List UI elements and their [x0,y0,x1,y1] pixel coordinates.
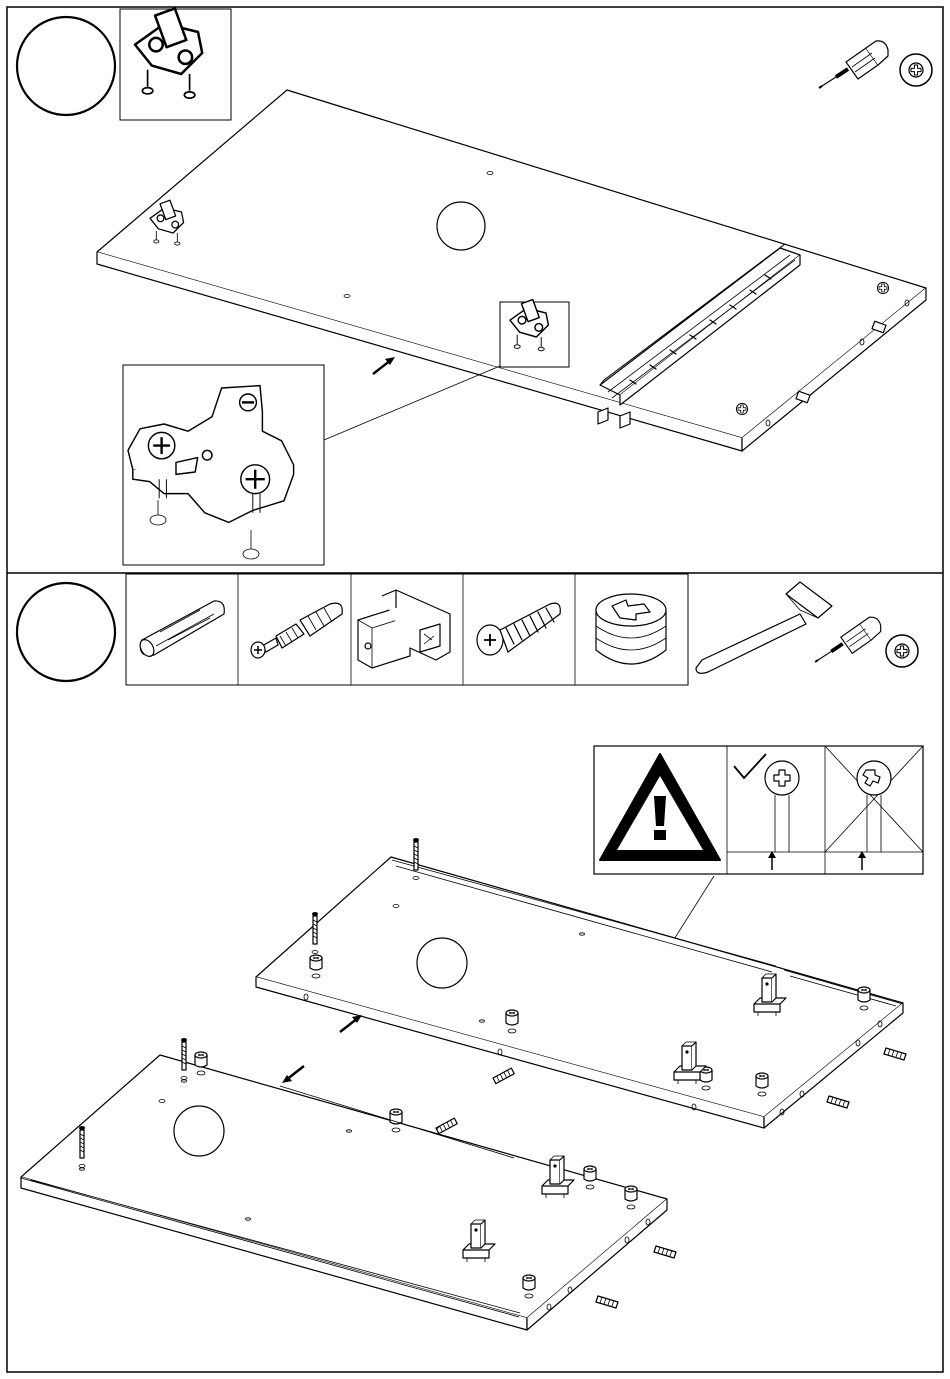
dowel-lower-2 [596,1296,618,1308]
step1-section [17,8,932,565]
dowel-upper-2 [827,1096,849,1108]
direction-arrow-lower [282,1066,304,1083]
phillips-symbol-icon-step2 [886,635,918,667]
callout-leader [324,366,500,440]
phillips-symbol-icon [900,54,932,86]
cam-lock-nut-icon [596,594,666,664]
warning-box [594,746,923,874]
screwdriver-icon-step2 [815,617,881,662]
dowel-middle [492,1064,516,1088]
panel-hole [437,202,485,250]
upper-panel [256,857,903,1128]
step2-hardware-strip [126,574,688,685]
direction-arrow-upper [340,1015,362,1032]
hammer-icon [696,582,832,673]
direction-arrow [373,357,395,374]
step1-hardware-box [120,8,231,120]
dowel-lower-1 [654,1246,676,1258]
hinge-callout-large [123,365,324,565]
step2-section [17,574,923,1330]
screwdriver-icon [819,41,888,88]
step1-number-circle [17,17,115,115]
step2-number-circle [17,583,115,681]
dowel-upper-1 [884,1048,906,1060]
lower-panel [21,1055,667,1330]
hinge-callout-small [500,300,569,367]
